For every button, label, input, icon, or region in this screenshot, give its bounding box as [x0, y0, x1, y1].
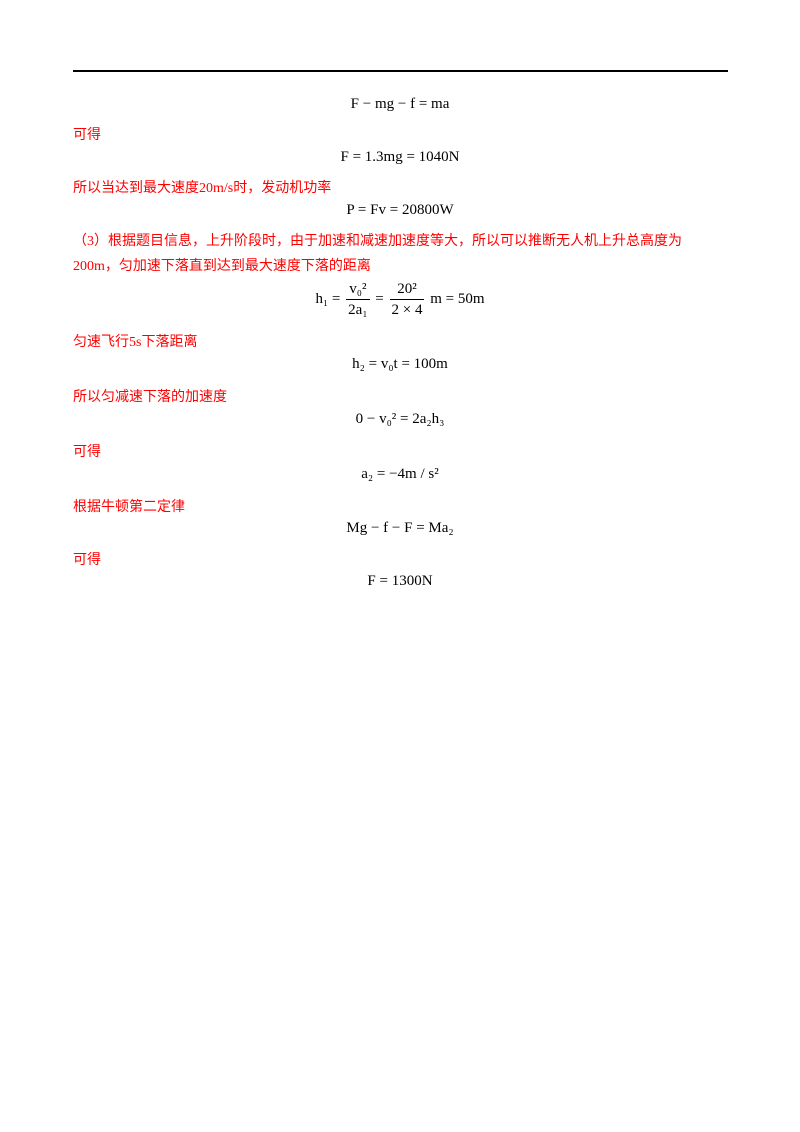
- text-line: 可得: [73, 553, 101, 568]
- equation-text: Mg − f − F = Ma₂: [346, 520, 454, 536]
- equation-text: F − mg − f = ma: [350, 96, 450, 112]
- equation-text: 0 − v₀² = 2a₂h₃: [355, 411, 445, 427]
- equals-sign: =: [375, 290, 384, 307]
- equation-newton-ascent: F − mg − f = ma: [0, 96, 800, 113]
- text-line: 200m，匀加速下落直到达到最大速度下落的距离: [73, 259, 371, 274]
- equation-deceleration-kinematics: 0 − v₀² = 2a₂h₃: [0, 411, 800, 428]
- text-line: 所以当达到最大速度20m/s时，发动机功率: [73, 181, 332, 196]
- equation-text: F = 1300N: [367, 573, 433, 589]
- equation-text: h₂ = v₀t = 100m: [352, 356, 448, 372]
- text-line: 可得: [73, 128, 101, 143]
- equation-thrust: F = 1.3mg = 1040N: [0, 149, 800, 166]
- equation-text: F = 1.3mg = 1040N: [340, 149, 460, 165]
- text-line: （3）根据题目信息，上升阶段时，由于加速和减速加速度等大，所以可以推断无人机上升…: [73, 234, 682, 249]
- fraction-20sq-over-2x4: 20² 2 × 4: [389, 280, 425, 319]
- equation-descent-distance: h₁ = v₀² 2a₁ = 20² 2 × 4 m = 50m: [0, 280, 800, 319]
- text-line: 匀速飞行5s下落距离: [73, 335, 198, 350]
- fraction-denominator: 2 × 4: [391, 302, 423, 318]
- equation-text: P = Fv = 20800W: [346, 202, 454, 218]
- equation-text: a₂ = −4m / s²: [361, 466, 439, 482]
- equation-newton-second-law: Mg − f − F = Ma₂: [0, 520, 800, 537]
- equation-power: P = Fv = 20800W: [0, 202, 800, 219]
- equation-lhs: h₁ =: [315, 290, 341, 307]
- fraction-numerator: 20²: [389, 280, 425, 300]
- fraction-denominator: 2a₁: [348, 302, 368, 318]
- header-rule: [73, 70, 728, 72]
- equation-uniform-distance: h₂ = v₀t = 100m: [0, 356, 800, 373]
- text-line: 可得: [73, 445, 101, 460]
- fraction-numerator: v₀²: [346, 280, 370, 300]
- text-line: 所以匀减速下落的加速度: [73, 390, 227, 405]
- equation-acceleration: a₂ = −4m / s²: [0, 466, 800, 483]
- fraction-v0sq-over-2a1: v₀² 2a₁: [346, 280, 370, 319]
- equation-final-force: F = 1300N: [0, 573, 800, 590]
- equation-rhs: m = 50m: [430, 290, 485, 307]
- text-line: 根据牛顿第二定律: [73, 500, 185, 515]
